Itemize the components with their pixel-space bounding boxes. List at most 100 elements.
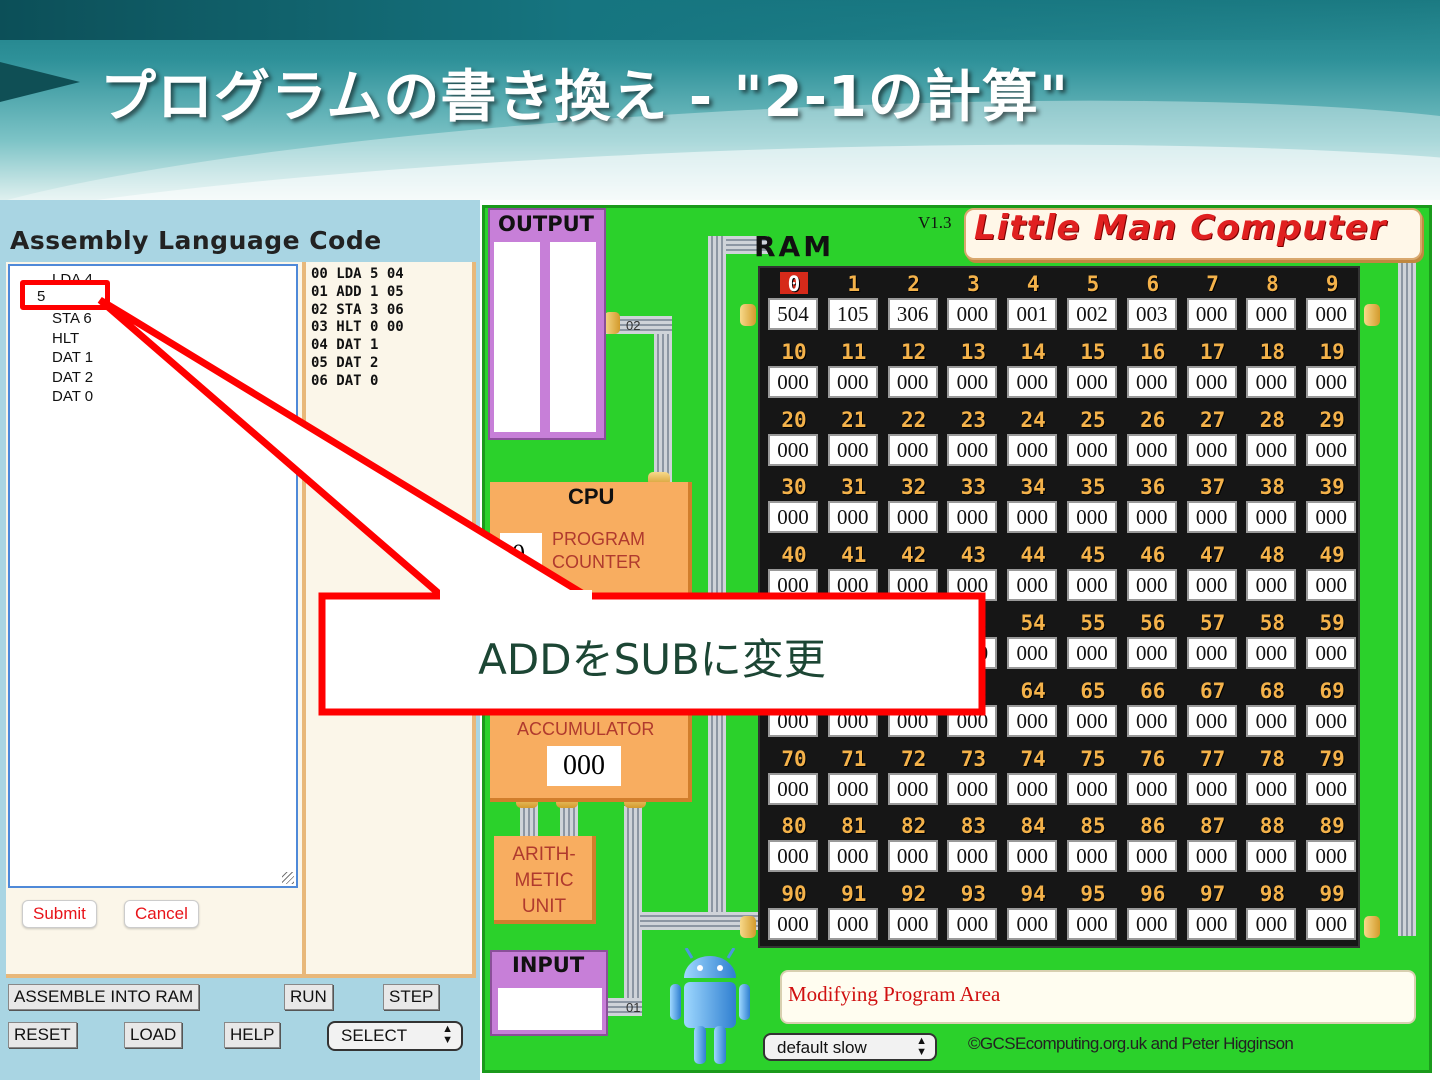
ram-cell[interactable]: 000 xyxy=(947,433,998,466)
ram-cell[interactable]: 306 xyxy=(887,298,938,330)
ram-cell[interactable]: 000 xyxy=(887,501,938,534)
ram-cell[interactable]: 000 xyxy=(1007,501,1058,534)
ram-cell[interactable]: 000 xyxy=(768,501,818,534)
ram-cell[interactable]: 000 xyxy=(1306,433,1357,466)
ram-cell[interactable]: 000 xyxy=(768,908,818,941)
ram-cell[interactable]: 000 xyxy=(1306,501,1357,534)
ram-cell[interactable]: 000 xyxy=(1306,569,1357,602)
ram-cell[interactable]: 000 xyxy=(1126,501,1177,534)
ram-cell[interactable]: 000 xyxy=(1007,704,1058,737)
ram-cell[interactable]: 000 xyxy=(1007,569,1058,602)
ram-cell[interactable]: 000 xyxy=(1186,840,1237,873)
ram-cell[interactable]: 000 xyxy=(947,772,998,805)
ram-cell[interactable]: 000 xyxy=(1246,298,1297,330)
ram-cell[interactable]: 504 xyxy=(768,298,818,330)
ram-cell[interactable]: 000 xyxy=(1126,908,1177,941)
ram-cell[interactable]: 000 xyxy=(1306,365,1357,398)
ram-cell[interactable]: 000 xyxy=(1186,569,1237,602)
select-dropdown[interactable]: SELECT ▲▼ xyxy=(327,1021,463,1051)
ram-cell[interactable]: 000 xyxy=(1126,569,1177,602)
ram-cell[interactable]: 000 xyxy=(1126,365,1177,398)
ram-cell[interactable]: 000 xyxy=(1126,772,1177,805)
run-button[interactable]: RUN xyxy=(284,984,333,1010)
ram-cell[interactable]: 000 xyxy=(1186,501,1237,534)
ram-cell[interactable]: 000 xyxy=(1007,433,1058,466)
ram-cell[interactable]: 000 xyxy=(1007,772,1058,805)
ram-cell[interactable]: 000 xyxy=(1067,704,1117,737)
step-button[interactable]: STEP xyxy=(383,984,440,1010)
ram-cell[interactable]: 000 xyxy=(947,365,998,398)
ram-cell[interactable]: 000 xyxy=(1067,840,1117,873)
ram-cell[interactable]: 000 xyxy=(1126,433,1177,466)
ram-cell[interactable]: 000 xyxy=(887,840,938,873)
ram-cell[interactable]: 000 xyxy=(1306,908,1357,941)
ram-cell[interactable]: 000 xyxy=(1186,704,1237,737)
ram-cell[interactable]: 000 xyxy=(1067,433,1117,466)
speed-dropdown[interactable]: default slow ▲▼ xyxy=(763,1033,937,1061)
ram-cell[interactable]: 000 xyxy=(827,772,878,805)
ram-cell[interactable]: 000 xyxy=(1186,637,1237,669)
load-button[interactable]: LOAD xyxy=(124,1022,183,1048)
ram-cell[interactable]: 000 xyxy=(1246,704,1297,737)
help-button[interactable]: HELP xyxy=(224,1022,281,1048)
ram-cell[interactable]: 000 xyxy=(1306,704,1357,737)
ram-cell[interactable]: 000 xyxy=(887,908,938,941)
ram-cell[interactable]: 000 xyxy=(1126,637,1177,669)
assemble-button[interactable]: ASSEMBLE INTO RAM xyxy=(8,984,200,1010)
ram-cell[interactable]: 000 xyxy=(1126,704,1177,737)
ram-cell[interactable]: 000 xyxy=(887,433,938,466)
ram-cell[interactable]: 000 xyxy=(1246,840,1297,873)
ram-cell[interactable]: 000 xyxy=(1306,772,1357,805)
ram-cell[interactable]: 000 xyxy=(1186,365,1237,398)
ram-cell[interactable]: 000 xyxy=(1067,772,1117,805)
ram-cell[interactable]: 000 xyxy=(827,908,878,941)
ram-cell[interactable]: 000 xyxy=(827,433,878,466)
resize-grip-icon[interactable] xyxy=(282,872,294,884)
ram-cell[interactable]: 000 xyxy=(827,501,878,534)
ram-cell[interactable]: 000 xyxy=(1306,298,1357,330)
ram-cell[interactable]: 000 xyxy=(1306,840,1357,873)
ram-cell[interactable]: 002 xyxy=(1067,298,1117,330)
ram-cell[interactable]: 000 xyxy=(1246,637,1297,669)
ram-cell[interactable]: 000 xyxy=(1067,637,1117,669)
ram-cell[interactable]: 000 xyxy=(1186,908,1237,941)
input-field[interactable] xyxy=(498,988,602,1030)
ram-cell[interactable]: 000 xyxy=(1246,569,1297,602)
ram-cell[interactable]: 000 xyxy=(1246,365,1297,398)
ram-cell[interactable]: 000 xyxy=(768,433,818,466)
ram-cell[interactable]: 000 xyxy=(827,840,878,873)
ram-cell[interactable]: 000 xyxy=(1246,501,1297,534)
ram-cell[interactable]: 000 xyxy=(1067,908,1117,941)
ram-cell[interactable]: 000 xyxy=(1186,298,1237,330)
ram-cell[interactable]: 000 xyxy=(1186,772,1237,805)
ram-cell[interactable]: 000 xyxy=(768,840,818,873)
ram-cell[interactable]: 000 xyxy=(1246,908,1297,941)
ram-cell[interactable]: 000 xyxy=(827,365,878,398)
ram-cell[interactable]: 000 xyxy=(1186,433,1237,466)
reset-button[interactable]: RESET xyxy=(8,1022,77,1048)
ram-cell[interactable]: 000 xyxy=(1067,569,1117,602)
ram-cell[interactable]: 000 xyxy=(947,908,998,941)
ram-cell[interactable]: 000 xyxy=(768,365,818,398)
ram-cell[interactable]: 000 xyxy=(1067,501,1117,534)
ram-cell[interactable]: 000 xyxy=(768,772,818,805)
ram-cell[interactable]: 000 xyxy=(1007,365,1058,398)
ram-cell[interactable]: 000 xyxy=(947,840,998,873)
ram-cell[interactable]: 000 xyxy=(1007,908,1058,941)
ram-cell[interactable]: 000 xyxy=(1007,637,1058,669)
ram-cell[interactable]: 000 xyxy=(1007,840,1058,873)
ram-cell[interactable]: 105 xyxy=(827,298,878,330)
ram-cell[interactable]: 003 xyxy=(1126,298,1177,330)
ram-cell[interactable]: 000 xyxy=(947,501,998,534)
ram-cell[interactable]: 000 xyxy=(1067,365,1117,398)
ram-cell[interactable]: 000 xyxy=(1306,637,1357,669)
ram-cell[interactable]: 000 xyxy=(887,772,938,805)
editor-edit-field[interactable]: 5 xyxy=(20,280,110,310)
ram-cell[interactable]: 000 xyxy=(1246,433,1297,466)
ram-cell[interactable]: 000 xyxy=(947,298,998,330)
ram-cell[interactable]: 000 xyxy=(887,365,938,398)
cancel-button[interactable]: Cancel xyxy=(124,900,199,928)
ram-cell[interactable]: 001 xyxy=(1007,298,1058,330)
submit-button[interactable]: Submit xyxy=(22,900,97,928)
